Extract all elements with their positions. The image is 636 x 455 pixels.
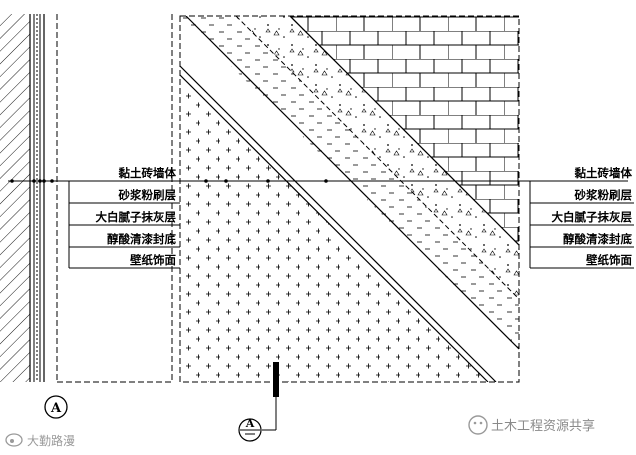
left-label-table: 黏土砖墙体 砂浆粉刷层 大白腻子抹灰层 醇酸清漆封底 壁纸饰面: [68, 166, 180, 269]
center-frame: [179, 15, 520, 383]
left-layer-label: 壁纸饰面: [130, 253, 176, 267]
leader-dots: [10, 179, 328, 183]
left-layer-label: 砂浆粉刷层: [119, 188, 177, 202]
weibo-logo-icon: [5, 433, 23, 447]
left-layer-label: 大白腻子抹灰层: [96, 210, 177, 224]
watermark-right: 土木工程资源共享: [468, 415, 595, 435]
left-layer-label: 醇酸清漆封底: [107, 232, 176, 246]
section-mark-left: A: [44, 395, 68, 419]
section-mark-letter: A: [50, 401, 62, 416]
putty-layer: [180, 16, 519, 349]
watermark-left-text: 大勤路漫: [27, 433, 75, 448]
center-layered-section: [180, 16, 519, 382]
right-layer-label: 壁纸饰面: [586, 253, 632, 267]
right-layer-label: 大白腻子抹灰层: [552, 210, 633, 224]
right-layer-label: 醇酸清漆封底: [563, 232, 632, 246]
left-wall-section: [0, 14, 173, 383]
left-layer-label: 黏土砖墙体: [119, 166, 177, 180]
left-brick-hatch: [0, 14, 30, 382]
right-layer-label: 砂浆粉刷层: [575, 188, 633, 202]
section-cut-marker: A: [238, 362, 279, 442]
watermark-left: 大勤路漫: [5, 433, 75, 448]
watermark-right-text: 土木工程资源共享: [491, 418, 595, 434]
wechat-logo-icon: [468, 415, 488, 435]
right-label-table: 黏土砖墙体 砂浆粉刷层 大白腻子抹灰层 醇酸清漆封底 壁纸饰面: [529, 166, 634, 269]
section-cut-letter: A: [245, 417, 255, 430]
right-layer-label: 黏土砖墙体: [575, 166, 633, 180]
